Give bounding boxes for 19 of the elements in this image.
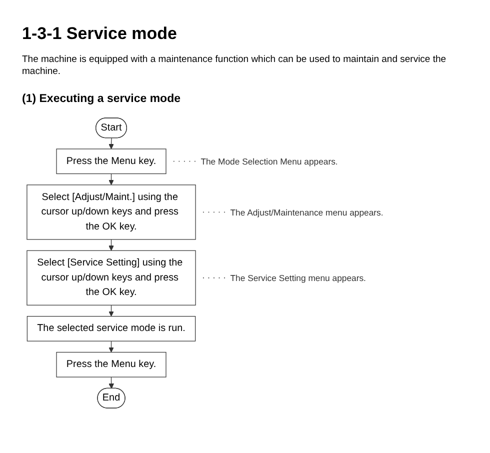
subsection-heading: (1) Executing a service mode [22, 92, 182, 105]
process-box: Select [Service Setting] using the cursor up/down keys and press the OK key. [26, 250, 196, 306]
section-heading: 1-3-1 Service mode [22, 24, 178, 44]
intro-paragraph: The machine is equipped with a maintenance function which can be used to maintain and service the machine. [22, 54, 448, 79]
step-result-note: The Mode Selection Menu appears. [200, 156, 338, 166]
arrow [108, 376, 114, 388]
terminal-box: End [97, 388, 126, 408]
process-box: Press the Menu key. [56, 148, 166, 174]
process-box: Press the Menu key. [56, 352, 166, 378]
step-result-note: The Service Setting menu appears. [230, 272, 366, 283]
arrow [108, 173, 114, 185]
arrow [108, 340, 114, 352]
step-result-note: The Adjust/Maintenance menu appears. [230, 206, 384, 217]
arrow [108, 304, 114, 316]
process-box: Select [Adjust/Maint.] using the cursor up/down keys and press the OK key. [26, 184, 196, 240]
process-box: The selected service mode is run. [26, 316, 196, 342]
terminal-box: Start [96, 117, 127, 138]
arrow [108, 137, 114, 149]
arrow [108, 238, 114, 251]
